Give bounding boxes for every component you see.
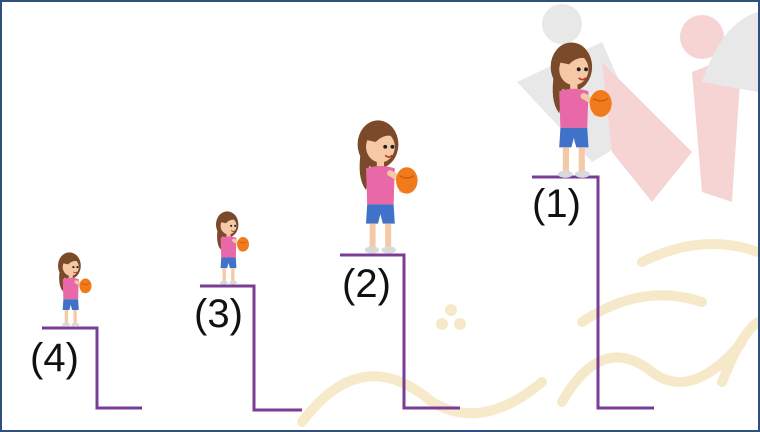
- step-line-3: [200, 284, 302, 412]
- step-line-2: [340, 253, 460, 410]
- girl-figure-4: [56, 250, 94, 329]
- step-line-4: [42, 326, 142, 410]
- step-label-3: (3): [194, 292, 243, 336]
- step-label-4: (4): [30, 336, 79, 380]
- girl-figure-1: [551, 42, 612, 177]
- step-label-1: (1): [532, 182, 581, 226]
- girl-figure-2: [358, 120, 418, 253]
- step-label-2: (2): [342, 262, 391, 306]
- girl-figure-3: [214, 209, 251, 287]
